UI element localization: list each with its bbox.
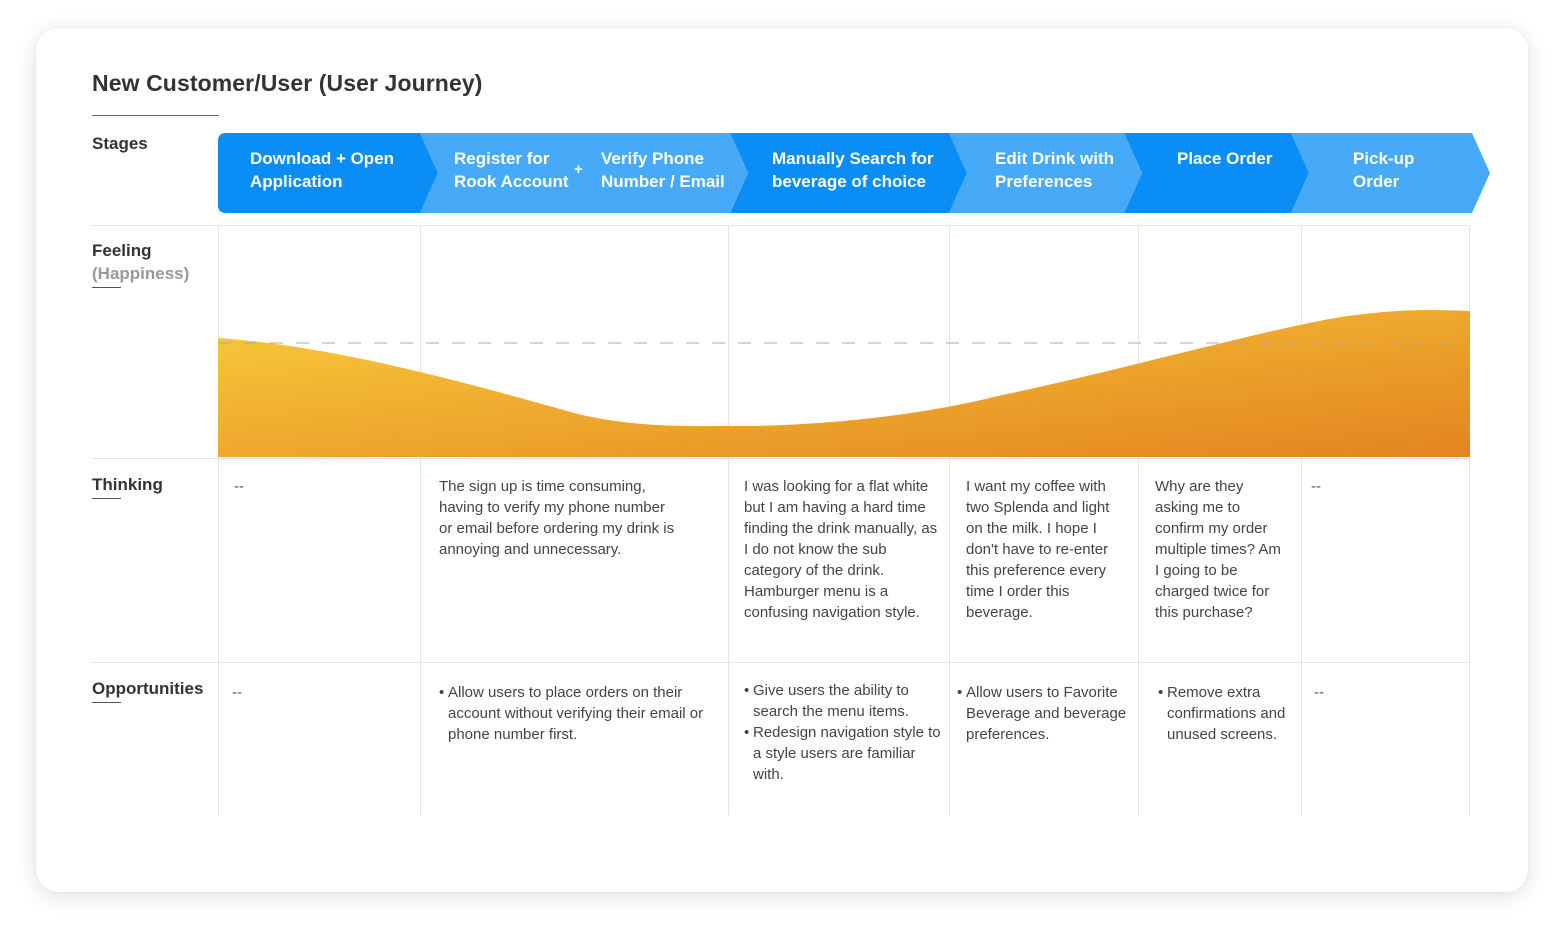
- opportunity-item: Give users the ability to search the men…: [744, 680, 944, 722]
- thinking-cell-edit: I want my coffee with two Splenda and li…: [966, 478, 1110, 621]
- thinking-cell-pickup: --: [1311, 478, 1321, 495]
- stage-chevron-place-order: [1124, 133, 1309, 213]
- stages-label: Stages: [92, 134, 148, 153]
- stage-1-line-1: Download + Open: [250, 149, 394, 168]
- thinking-cell-search: I was looking for a flat white but I am …: [744, 478, 938, 621]
- stage-2-line-1: Register for: [454, 149, 550, 168]
- thinking-cell-register: The sign up is time consuming, having to…: [439, 478, 675, 558]
- row-label-feeling: Feeling (Happiness): [92, 239, 189, 288]
- stage-chevron-pickup: [1291, 133, 1490, 213]
- opportunity-item: Allow users to Favorite Beverage and bev…: [957, 682, 1132, 745]
- stages-bar: Download + Open Application Register for…: [218, 133, 1490, 213]
- page-title: New Customer/User (User Journey): [92, 70, 483, 96]
- opportunities-label: Opportunities: [92, 679, 204, 698]
- stage-7-line-2: Order: [1353, 172, 1400, 191]
- stage-1-line-2: Application: [250, 172, 343, 191]
- stage-chevron-download: [218, 133, 438, 213]
- stage-chevron-search: [730, 133, 967, 213]
- stage-7-line-1: Pick-up: [1353, 149, 1414, 168]
- stage-5-line-1: Edit Drink with: [995, 149, 1114, 168]
- feeling-sublabel: (Happiness): [92, 264, 190, 283]
- opportunity-list-search: Give users the ability to search the men…: [744, 680, 944, 785]
- thinking-label: Thinking: [92, 475, 163, 494]
- row-label-stages: Stages: [92, 132, 148, 155]
- opportunity-item: Allow users to place orders on their acc…: [439, 682, 709, 745]
- stage-plus-sign: +: [574, 161, 583, 178]
- stage-3-line-1: Verify Phone: [601, 149, 704, 168]
- opportunity-item: Redesign navigation style to a style use…: [744, 722, 944, 785]
- stage-chevron-edit-drink: [949, 133, 1142, 213]
- opportunity-list-place-order: Remove extra confirmations and unused sc…: [1158, 682, 1293, 745]
- column-divider: [1469, 226, 1470, 815]
- feeling-chart: [218, 310, 1470, 457]
- column-divider: [728, 226, 729, 815]
- stage-3-line-2: Number / Email: [601, 172, 725, 191]
- stage-5-line-2: Preferences: [995, 172, 1092, 191]
- opportunity-list-register: Allow users to place orders on their acc…: [439, 682, 709, 745]
- thinking-underline: [92, 498, 121, 499]
- column-divider: [420, 226, 421, 815]
- stage-6-line-1: Place Order: [1177, 149, 1273, 168]
- grid-line-thinking-bottom: [92, 662, 1469, 663]
- thinking-cell-download: --: [234, 478, 244, 495]
- column-divider: [949, 226, 950, 815]
- stage-4-line-1: Manually Search for: [772, 149, 934, 168]
- stage-chevron-register-verify: [420, 133, 748, 213]
- opportunity-cell-pickup: --: [1314, 684, 1324, 701]
- row-label-opportunities: Opportunities: [92, 677, 203, 703]
- grid-line-top: [92, 225, 1469, 226]
- column-divider: [1301, 226, 1302, 815]
- column-divider: [1138, 226, 1139, 815]
- grid-line-feeling-bottom: [92, 458, 1469, 459]
- row-label-thinking: Thinking: [92, 473, 163, 499]
- thinking-cell-place-order: Why are they asking me to confirm my ord…: [1155, 478, 1281, 621]
- opportunity-list-edit: Allow users to Favorite Beverage and bev…: [957, 682, 1132, 745]
- feeling-label: Feeling: [92, 241, 152, 260]
- title-underline: [92, 115, 219, 116]
- stage-2-line-2: Rook Account: [454, 172, 569, 191]
- column-divider: [218, 226, 219, 815]
- feeling-underline: [92, 287, 121, 288]
- opportunity-item: Remove extra confirmations and unused sc…: [1158, 682, 1293, 745]
- feeling-area: [218, 310, 1470, 457]
- stage-4-line-2: beverage of choice: [772, 172, 926, 191]
- opportunities-underline: [92, 702, 121, 703]
- opportunity-cell-download: --: [232, 684, 242, 701]
